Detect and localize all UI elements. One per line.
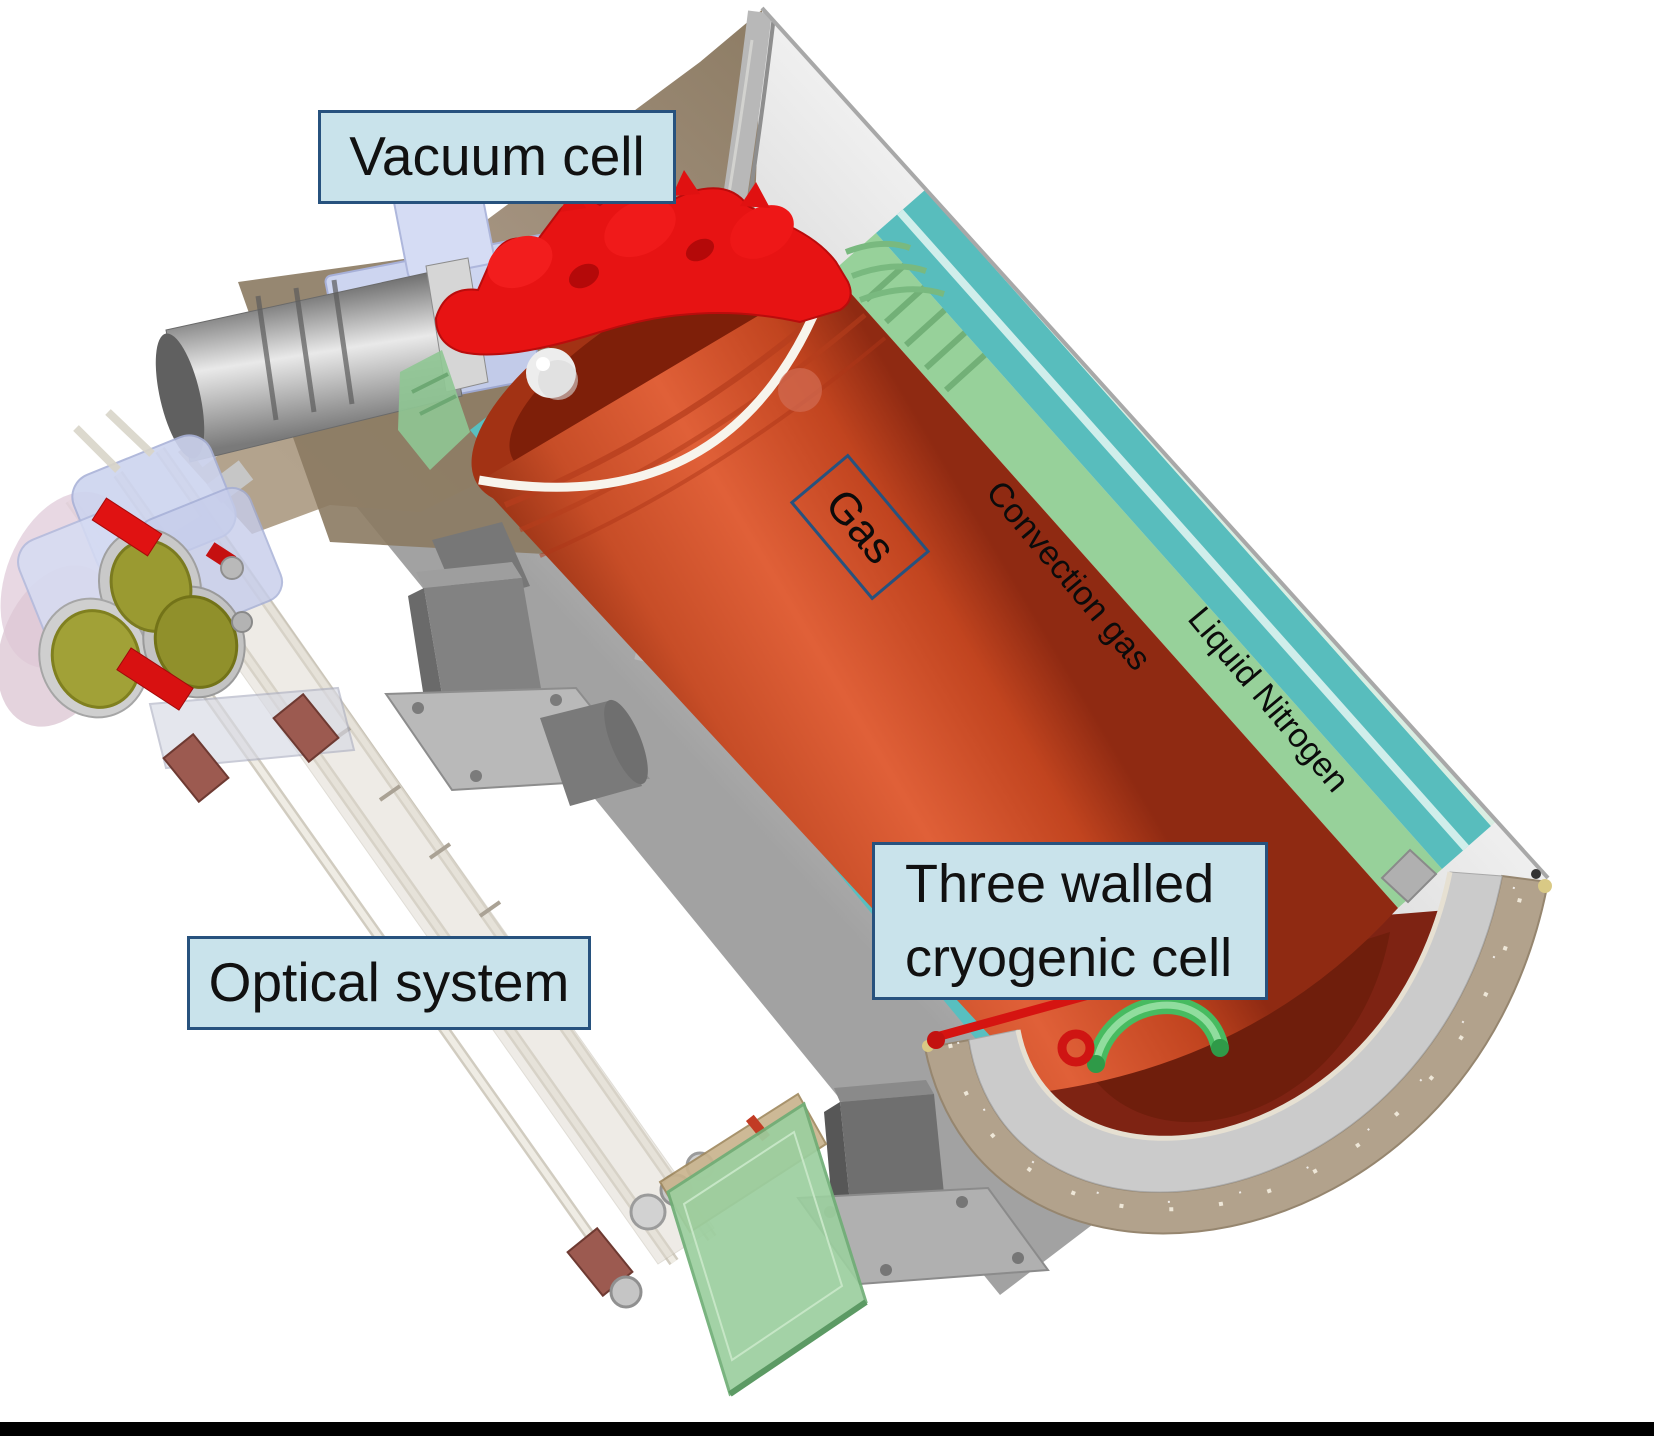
support-block-top <box>416 562 522 588</box>
sight-sphere-highlight <box>536 357 550 371</box>
bellows-ring <box>539 336 887 558</box>
fill-tube-highlight <box>1092 1001 1224 1065</box>
rail-roller <box>609 1275 643 1309</box>
port-end-face <box>155 333 205 459</box>
optical-system-label-text: Optical system <box>208 951 570 1014</box>
convection-ribs-top <box>844 240 945 303</box>
background-mask <box>756 0 1654 884</box>
vessel-support-rear <box>796 1080 1050 1286</box>
bolt <box>880 1264 892 1276</box>
side-port-face <box>604 699 648 785</box>
flange-bump <box>604 198 676 258</box>
flange-spike <box>740 182 770 208</box>
flange-bump <box>487 235 553 289</box>
support-block <box>424 578 544 718</box>
mirror-lens <box>50 609 142 709</box>
cap-tip-bolt <box>1531 869 1541 879</box>
convection-layer-ribs <box>863 259 991 393</box>
bolt <box>1012 1252 1024 1264</box>
mount-pin <box>231 611 253 633</box>
optical-system-label: Optical system <box>187 936 591 1030</box>
vessel-support-front <box>384 522 650 806</box>
detector-plate-inner <box>682 1130 844 1362</box>
bolt <box>412 702 424 714</box>
bolt-circle-arc <box>957 881 1516 1203</box>
fill-tube-end <box>1087 1055 1105 1073</box>
fill-tube-end <box>1211 1039 1229 1057</box>
rail-roller <box>629 1193 667 1231</box>
support-block-top <box>834 1080 934 1102</box>
bore-port <box>778 368 822 412</box>
rail-clamp <box>272 692 340 764</box>
end-cap <box>922 869 1552 1235</box>
mount-pin <box>220 556 244 580</box>
convection-wedge-ribs <box>411 372 457 416</box>
bellows-ring <box>519 313 867 533</box>
end-cap-lip <box>1015 871 1453 1141</box>
detector-plate-edge <box>728 1299 868 1397</box>
mount-clamp-red <box>91 497 163 557</box>
vessel-silhouette-edge <box>760 6 1550 880</box>
gas-cell-rim <box>478 269 836 492</box>
support-block-side <box>408 588 446 724</box>
convection-layer-right <box>832 233 1442 908</box>
fill-port-ring <box>1057 1029 1095 1067</box>
nitrogen-layer-right-highlight <box>897 209 1469 851</box>
flange-hole <box>568 263 600 289</box>
cell-jacket-rim-end <box>927 1031 945 1049</box>
three-walled-label-line2: cryogenic cell <box>905 928 1233 988</box>
sight-sphere-shade <box>538 360 578 400</box>
mount-rod <box>73 409 155 473</box>
vacuum-cell-label-text: Vacuum cell <box>349 125 645 188</box>
rail-clamp <box>162 732 230 804</box>
bolt <box>956 1196 968 1208</box>
bolt <box>470 770 482 782</box>
mount-clamp-red <box>116 647 194 711</box>
lifting-lug <box>1380 848 1438 904</box>
flange-hole <box>685 238 715 262</box>
cap-tip-dot <box>1538 879 1552 893</box>
optical-system <box>0 409 868 1397</box>
three-walled-label-line1: Three walled <box>905 854 1215 914</box>
frame-bottom-bar <box>0 1422 1654 1436</box>
convection-ribbed-wedge <box>398 350 470 470</box>
vacuum-cell-label: Vacuum cell <box>318 110 676 204</box>
flange-bump <box>730 205 794 259</box>
three-walled-cryogenic-cell-label: Three walled cryogenic cell <box>872 842 1268 1000</box>
port-ribs <box>255 279 355 421</box>
flange-spike <box>672 170 700 196</box>
bolt <box>550 694 562 706</box>
